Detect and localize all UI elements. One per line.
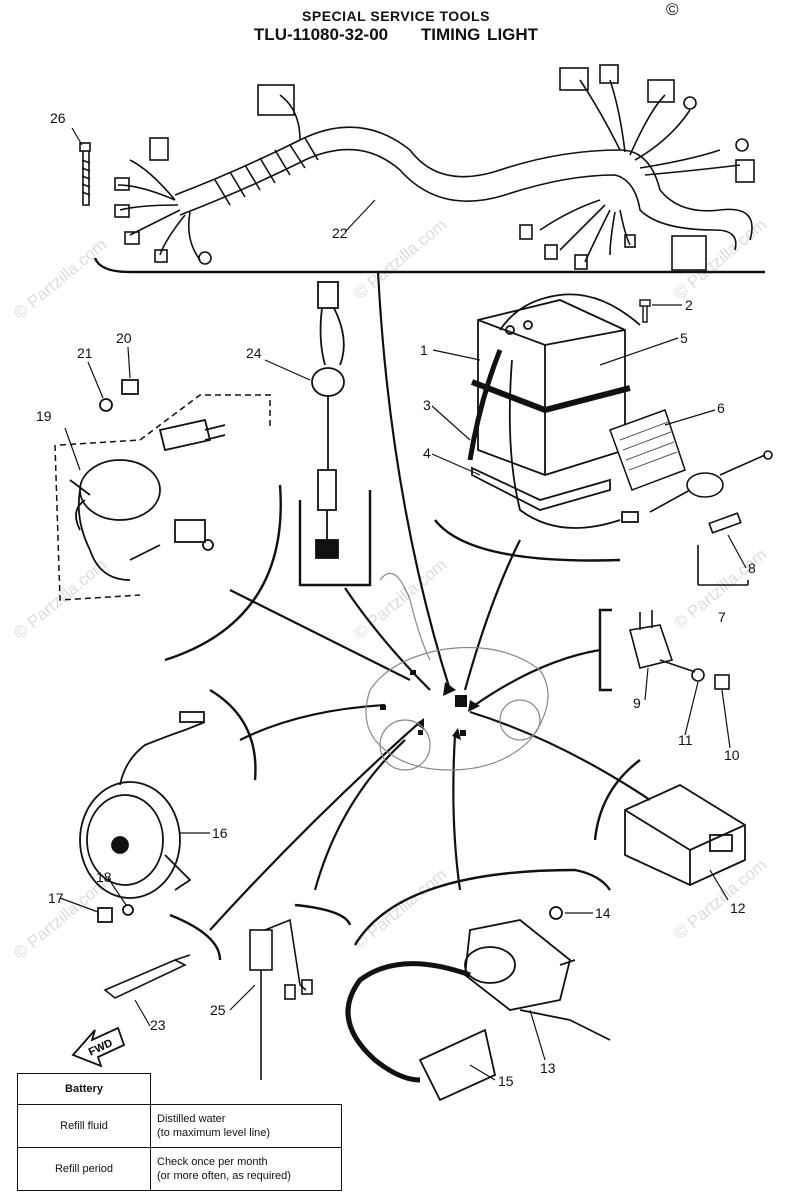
spec-key-refill-period: Refill period [17,1147,151,1191]
group-brackets [93,257,765,961]
inline-fuse-24 [311,281,345,559]
callout-19: 19 [36,408,52,424]
timing-lead-23 [103,954,191,999]
watermark-8: © Partzilla.com [350,865,450,953]
battery-spec-table: Battery Refill fluid Distilled water (to… [17,1073,342,1191]
battery-1 [467,293,641,529]
watermark-1: © Partzilla.com [10,235,110,323]
callout-7: 7 [718,609,726,625]
spec-table-header-blank [150,1073,341,1105]
callout-25: 25 [210,1002,226,1018]
callout-26: 26 [50,110,66,126]
copyright-icon: © [666,0,679,19]
callout-3: 3 [423,397,431,413]
plug-cap-bracket [294,903,352,926]
tool-number: TLU-11080-32-00 [253,25,389,44]
callout-16: 16 [212,825,228,841]
tool-name: TIMING LIGHT [420,25,539,44]
callout-8: 8 [748,560,756,576]
special-service-tools-title: SPECIAL SERVICE TOOLS [302,8,490,24]
main-switch-19 [54,379,271,601]
mount-points [380,670,467,736]
flasher-bracket [593,759,641,841]
wire-harness-22 [114,64,755,271]
callout-13: 13 [540,1060,556,1076]
callout-2: 2 [685,297,693,313]
label-6 [609,409,686,491]
callout-numbers: 1 2 3 4 5 6 7 8 9 10 11 12 13 14 15 16 1… [36,110,756,1089]
callout-11: 11 [678,732,693,748]
spec-table-header: Battery [17,1073,151,1105]
harness-bracket [93,257,765,274]
callout-10: 10 [724,747,740,763]
watermark-5: © Partzilla.com [350,555,450,643]
flasher-relay-12 [624,783,746,886]
callout-23: 23 [150,1017,166,1033]
callout-20: 20 [116,330,132,346]
watermark-7: © Partzilla.com [10,875,110,963]
callout-12: 12 [730,900,746,916]
spec-value-line2: (to maximum level line) [157,1127,271,1139]
callout-leaders [59,127,747,1081]
timing-lead-bracket [169,913,222,961]
fwd-arrow-icon: FWD [71,1026,126,1068]
horn-16 [79,711,206,923]
spec-value-refill-period: Check once per month (or more often, as … [150,1147,342,1191]
leader-arrows [209,271,651,931]
switch-bracket [164,484,282,662]
diagram-header: SPECIAL SERVICE TOOLS TLU-11080-32-00 TI… [0,8,792,45]
callout-15: 15 [498,1073,514,1089]
table-row: Refill period Check once per month (or m… [17,1147,342,1191]
callout-9: 9 [633,695,641,711]
screw-2 [639,299,651,323]
spec-value-refill-fluid: Distilled water (to maximum level line) [150,1104,342,1148]
callout-1: 1 [420,342,428,358]
callout-21: 21 [77,345,93,361]
tool-line: TLU-11080-32-00 TIMING LIGHT [0,25,792,45]
relay-bracket [598,608,612,692]
spec-value-line1: Distilled water [157,1113,226,1125]
callout-4: 4 [423,445,431,461]
horn-bracket [209,688,257,781]
table-row: Refill fluid Distilled water (to maximum… [17,1104,342,1148]
spec-value-line2: (or more often, as required) [157,1170,291,1182]
bolt-26 [79,142,91,206]
fuse-holder-7 [649,450,773,586]
ignition-coil-bracket [353,868,611,946]
motorcycle-outline [365,572,549,771]
battery-bracket [434,519,621,562]
watermark-9: © Partzilla.com [670,855,770,943]
callout-18: 18 [96,869,112,885]
callout-24: 24 [246,345,262,361]
callout-6: 6 [717,400,725,416]
callout-22: 22 [332,225,348,241]
callout-14: 14 [595,905,611,921]
fuse-bracket [298,490,372,587]
callout-5: 5 [680,330,688,346]
relay-9 [629,610,730,690]
spec-value-line1: Check once per month [157,1156,268,1168]
ignition-coil-13 [345,906,611,1102]
spec-key-refill-fluid: Refill fluid [17,1104,151,1148]
arrow-heads [416,682,480,740]
sensor-25 [249,918,313,1080]
watermark-2: © Partzilla.com [350,215,450,303]
callout-17: 17 [48,890,64,906]
